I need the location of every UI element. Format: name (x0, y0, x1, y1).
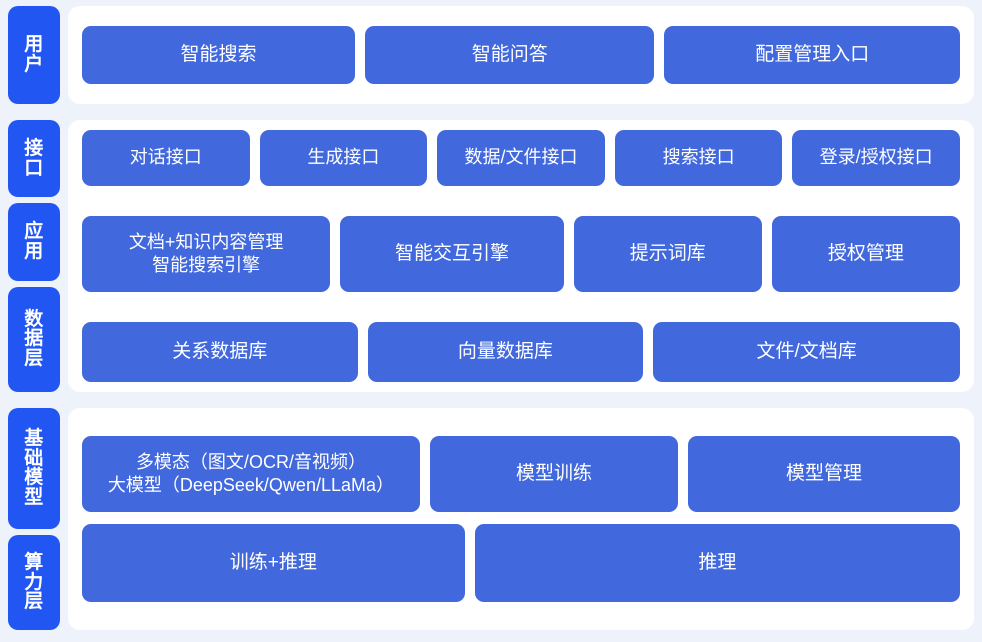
rail-label-interface: 接口 (24, 137, 44, 179)
card-file-doc-store[interactable]: 文件/文档库 (653, 322, 960, 382)
card-prompt-library[interactable]: 提示词库 (573, 216, 762, 292)
rail-label-data-layer: 数据层 (24, 308, 44, 370)
card-training-inference[interactable]: 训练+推理 (82, 524, 465, 602)
card-doc-knowledge-mgmt[interactable]: 文档+知识内容管理 智能搜索引擎 (82, 216, 331, 292)
card-inference[interactable]: 推理 (474, 524, 960, 602)
rail-label-foundation-model: 基础模型 (24, 427, 44, 509)
card-search-api[interactable]: 搜索接口 (614, 130, 783, 186)
rail-tile-application[interactable]: 应用 (8, 203, 60, 281)
rail-tile-user[interactable]: 用户 (8, 6, 60, 104)
card-generate-api[interactable]: 生成接口 (259, 130, 428, 186)
card-smart-search[interactable]: 智能搜索 (82, 26, 356, 84)
card-interaction-engine[interactable]: 智能交互引擎 (340, 216, 564, 292)
card-login-auth-api[interactable]: 登录/授权接口 (792, 130, 960, 186)
rail-tile-foundation-model[interactable]: 基础模型 (8, 408, 60, 529)
rail-column-middle: 接口 应用 数据层 (8, 120, 60, 392)
card-vector-db[interactable]: 向量数据库 (367, 322, 644, 382)
card-model-management[interactable]: 模型管理 (688, 436, 960, 512)
card-dialog-api[interactable]: 对话接口 (82, 130, 250, 186)
row-data-layer: 关系数据库 向量数据库 文件/文档库 (82, 322, 960, 382)
row-compute-layer: 训练+推理 推理 (82, 524, 960, 602)
rail-label-compute-layer: 算力层 (24, 551, 44, 613)
rail-tile-data-layer[interactable]: 数据层 (8, 286, 60, 392)
row-foundation-model: 多模态（图文/OCR/音视频） 大模型（DeepSeek/Qwen/LLaMa）… (82, 436, 960, 512)
row-user: 智能搜索 智能问答 配置管理入口 (82, 26, 960, 84)
band-middle: 接口 应用 数据层 对话接口 生成接口 数据/文件接口 搜索接口 登录/授权接口… (8, 120, 974, 392)
card-config-portal[interactable]: 配置管理入口 (664, 26, 960, 84)
card-smart-qa[interactable]: 智能问答 (365, 26, 655, 84)
band-user: 用户 智能搜索 智能问答 配置管理入口 (8, 6, 974, 104)
card-auth-management[interactable]: 授权管理 (771, 216, 960, 292)
card-relational-db[interactable]: 关系数据库 (82, 322, 358, 382)
panel-user: 智能搜索 智能问答 配置管理入口 (68, 6, 974, 104)
rail-column-bottom: 基础模型 算力层 (8, 408, 60, 630)
band-bottom: 基础模型 算力层 多模态（图文/OCR/音视频） 大模型（DeepSeek/Qw… (8, 408, 974, 630)
rail-label-user: 用户 (24, 34, 44, 75)
row-application: 文档+知识内容管理 智能搜索引擎 智能交互引擎 提示词库 授权管理 (82, 216, 960, 292)
card-multimodal-llm[interactable]: 多模态（图文/OCR/音视频） 大模型（DeepSeek/Qwen/LLaMa） (82, 436, 420, 512)
rail-label-application: 应用 (24, 221, 44, 262)
rail-column-user: 用户 (8, 6, 60, 104)
row-interface: 对话接口 生成接口 数据/文件接口 搜索接口 登录/授权接口 (82, 130, 960, 186)
rail-tile-compute-layer[interactable]: 算力层 (8, 534, 60, 630)
panel-middle: 对话接口 生成接口 数据/文件接口 搜索接口 登录/授权接口 文档+知识内容管理… (68, 120, 974, 392)
panel-bottom: 多模态（图文/OCR/音视频） 大模型（DeepSeek/Qwen/LLaMa）… (68, 408, 974, 630)
card-data-file-api[interactable]: 数据/文件接口 (437, 130, 605, 186)
rail-tile-interface[interactable]: 接口 (8, 120, 60, 198)
card-model-training[interactable]: 模型训练 (429, 436, 679, 512)
